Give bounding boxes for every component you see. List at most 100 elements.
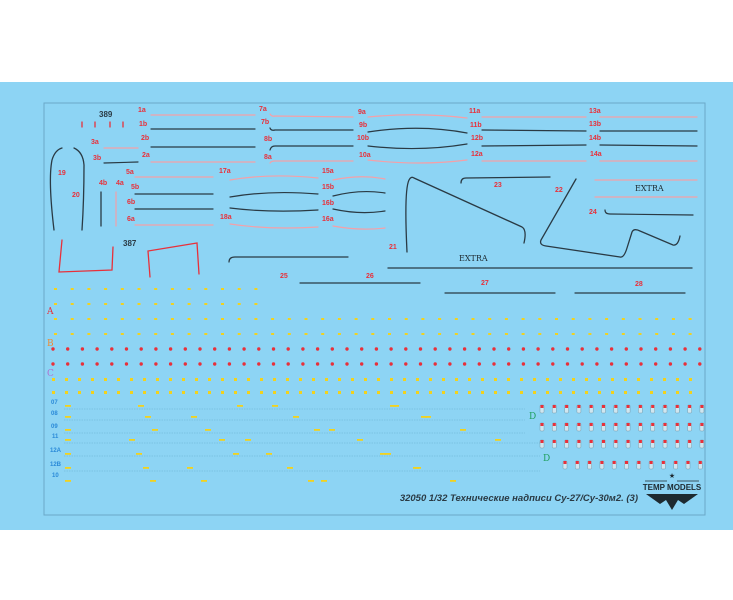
stencil-mark: [580, 362, 584, 366]
stencil-mark: [471, 333, 475, 335]
stencil-mark: [698, 362, 702, 366]
stencil-mark: [120, 318, 124, 320]
label-25: 25: [280, 273, 288, 280]
stencil-mark: [254, 333, 258, 335]
stencil-mark: [377, 391, 380, 394]
label-1a: 1a: [138, 107, 146, 114]
stencil-mark: [78, 391, 81, 394]
stencil-mark: [51, 347, 55, 351]
section-c-label: C: [47, 369, 54, 379]
stencil-mark: [688, 333, 692, 335]
stencil-mark: [637, 391, 640, 394]
stencil-mark: [95, 347, 99, 351]
stencil-mark: [390, 378, 393, 381]
stencil-mark: [638, 440, 642, 443]
stencil-mark: [626, 423, 630, 426]
stencil-mark: [380, 453, 386, 455]
stencil-row-labels: 07 08 09 11 12A 12B 10: [50, 400, 62, 479]
stencil-mark: [404, 347, 408, 351]
stencil-mark: [345, 347, 349, 351]
stencil-mark: [577, 440, 581, 443]
stencil-mark: [183, 362, 187, 366]
stencil-mark: [170, 318, 174, 320]
stencil-mark: [351, 391, 354, 394]
stencil-mark: [237, 333, 241, 335]
section-d-label-1: D: [529, 412, 536, 422]
stencil-mark: [221, 318, 224, 320]
stencil-mark: [124, 347, 129, 351]
stencil-mark: [675, 423, 679, 426]
stencil-mark: [70, 303, 74, 305]
stencil-mark: [637, 378, 640, 381]
stencil-mark: [87, 303, 91, 305]
stencil-mark: [571, 318, 575, 320]
stencil-mark: [675, 440, 679, 443]
stencil-mark: [104, 318, 108, 320]
stencil-mark: [170, 303, 174, 305]
stencil-mark: [612, 461, 616, 464]
label-11b: 11b: [470, 122, 482, 129]
stencil-mark: [521, 362, 526, 366]
section-b-label: B: [47, 339, 54, 349]
stencil-mark: [675, 405, 679, 408]
stencil-mark: [314, 429, 320, 431]
label-14b: 14b: [589, 135, 601, 142]
stencil-mark: [389, 347, 393, 351]
stencil-mark: [555, 333, 558, 335]
stencil-mark: [663, 405, 667, 408]
stencil-mark: [213, 362, 217, 366]
stencil-mark: [237, 318, 241, 320]
stencil-mark: [572, 378, 575, 381]
label-5b: 5b: [131, 184, 139, 191]
stencil-dots: [51, 288, 705, 482]
stencil-mark: [204, 303, 208, 305]
stencil-mark: [183, 347, 187, 351]
stencil-mark: [65, 467, 71, 469]
stencil-mark: [637, 461, 641, 464]
decal-stripes: [49, 113, 698, 294]
stencil-mark: [124, 362, 129, 366]
stencil-mark: [700, 440, 704, 443]
stencil-mark: [455, 391, 458, 394]
stencil-mark: [312, 378, 315, 381]
stencil-mark: [117, 378, 120, 381]
stencil-mark: [221, 288, 224, 290]
stencil-mark: [668, 347, 673, 351]
stencil-mark: [621, 333, 625, 335]
stencil-mark: [540, 423, 544, 426]
stencil-mark: [638, 333, 642, 335]
stencil-mark: [273, 378, 276, 381]
stencil-mark: [65, 391, 68, 394]
stencil-mark: [227, 347, 232, 351]
label-12a: 12a: [471, 151, 483, 158]
stencil-mark: [80, 347, 85, 351]
stencil-mark: [538, 318, 542, 320]
stencil-mark: [540, 405, 544, 408]
stencil-mark: [614, 423, 618, 426]
stencil-mark: [572, 391, 575, 394]
stencil-mark: [65, 429, 71, 431]
stencil-mark: [195, 391, 198, 394]
stencil-mark: [120, 303, 124, 305]
stencil-mark: [156, 378, 159, 381]
stencil-mark: [65, 480, 71, 482]
stencil-mark: [237, 303, 241, 305]
stencil-mark: [481, 391, 484, 394]
label-13b: 13b: [589, 121, 601, 128]
stencil-mark: [455, 378, 458, 381]
stencil-mark: [533, 391, 536, 394]
stencil-mark: [507, 347, 511, 351]
stencil-mark: [286, 362, 290, 366]
label-4a: 4a: [116, 180, 124, 187]
stencil-mark: [559, 378, 562, 381]
stencil-mark: [198, 347, 202, 351]
stencil-mark: [507, 391, 510, 394]
stencil-mark: [663, 378, 666, 381]
stencil-mark: [650, 378, 653, 381]
stencil-mark: [168, 362, 173, 366]
label-8b: 8b: [264, 136, 272, 143]
stencil-mark: [66, 347, 70, 351]
stencil-mark: [130, 378, 133, 381]
stencil-mark: [624, 391, 627, 394]
stencil-mark: [191, 416, 197, 418]
